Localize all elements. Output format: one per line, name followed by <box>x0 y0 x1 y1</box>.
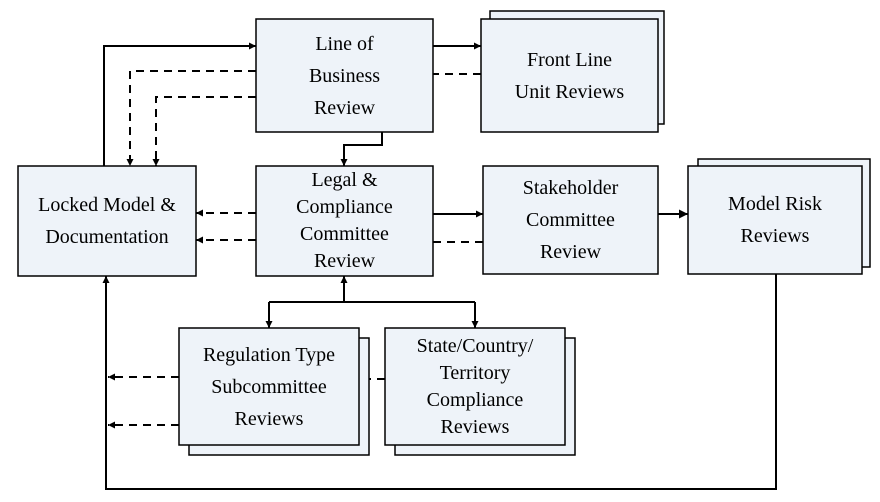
regulation-box <box>178 327 360 446</box>
stakeholder-box <box>482 165 659 275</box>
lob-review-label: Line of Business Review <box>308 32 381 119</box>
model-risk-label: Model Risk Reviews <box>728 193 822 247</box>
model-risk-box <box>687 165 863 275</box>
locked-model-label: Locked Model & Documentation <box>38 194 176 248</box>
regulation-label: Regulation Type Subcommittee Reviews <box>202 343 336 430</box>
state-label: State/Country/ Territory Compliance Revi… <box>416 334 534 438</box>
edge-locked-to-lob <box>103 42 256 166</box>
front-line-box <box>480 18 659 133</box>
legal-compliance-box <box>255 165 434 277</box>
front-line-label: Front Line Unit Reviews <box>514 48 625 103</box>
legal-compliance-label: Legal & Compliance Committee Review <box>296 169 393 272</box>
state-box <box>384 327 566 446</box>
lob-review-box <box>255 18 434 133</box>
edge-lob-to-locked-1 <box>126 70 256 166</box>
edge-lob-to-locked-2 <box>152 96 256 166</box>
edge-lob-to-legal <box>340 132 383 166</box>
edge-mrisk-to-locked <box>102 274 777 490</box>
stakeholder-label: Stakeholder Committee Review <box>522 177 619 263</box>
